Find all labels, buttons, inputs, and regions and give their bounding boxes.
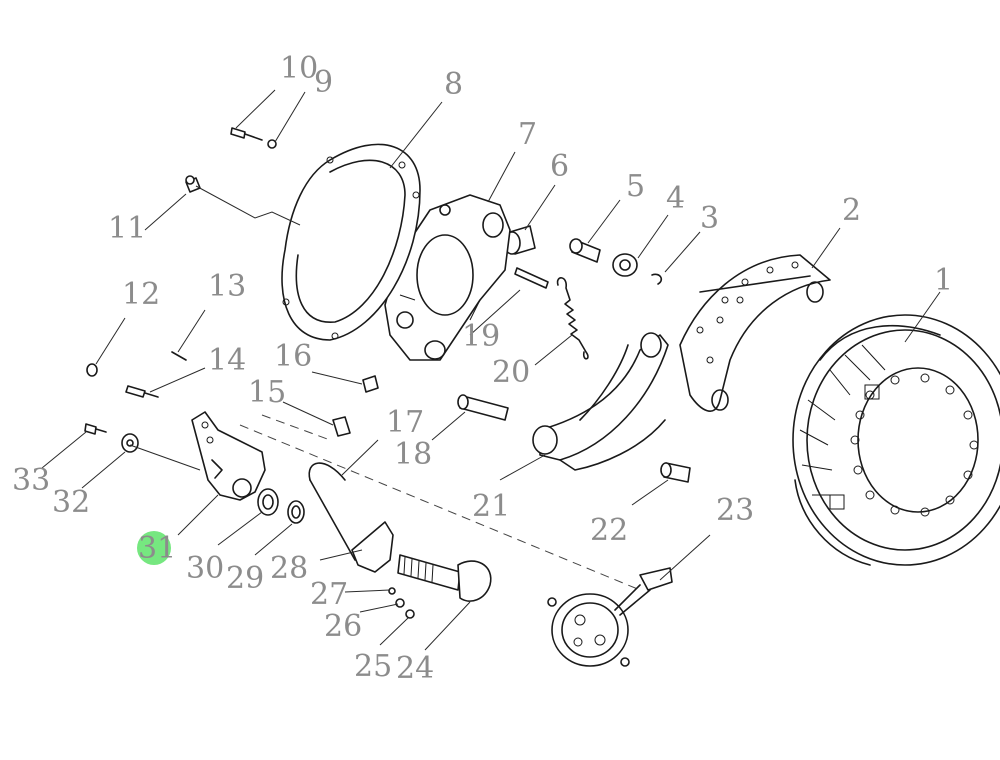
part-4-roller [612,253,638,277]
part-25-nut [405,609,415,619]
callout-18: 18 [394,437,432,472]
callout-29: 29 [226,561,264,596]
part-26-nut [395,598,405,608]
callout-5: 5 [626,169,645,204]
callout-11: 11 [108,211,146,246]
callout-24: 24 [396,651,434,686]
part-16-fitting [362,375,379,393]
part-33-bolt [84,423,107,435]
part-27-washer [388,587,396,595]
part-23-brake-chamber [547,567,673,667]
part-17-spring-clip [308,462,356,561]
part-10-bolt [230,127,263,141]
part-24-camshaft [397,554,492,602]
callout-6: 6 [550,149,569,184]
part-31-slack-adjuster [191,411,266,501]
callout-25: 25 [354,649,392,684]
part-29-seal-ring [287,500,305,524]
callout-4: 4 [666,181,685,216]
callout-27: 27 [310,577,348,612]
part-21-brake-shoe [532,332,669,471]
part-9-washer [267,139,277,149]
callout-33: 33 [12,463,50,498]
part-2-brake-shoe-lining [679,254,831,412]
part-18-anchor-pin [457,394,509,421]
assembly-axes [239,414,641,591]
callout-9: 9 [314,65,333,100]
part-1-brake-drum [792,314,1000,566]
callout-20: 20 [492,355,530,390]
callout-30: 30 [186,551,224,586]
callout-21: 21 [472,489,510,524]
part-32-bushing [121,433,139,453]
callout-16: 16 [274,339,312,374]
callout-17: 17 [386,405,424,440]
callout-23: 23 [716,493,754,528]
part-22-roller [660,462,691,483]
callout-10: 10 [280,51,318,86]
callout-labels: 1 2 3 4 5 6 7 8 9 10 11 12 13 14 15 16 1… [12,51,953,686]
part-3-clip [651,273,663,285]
callout-15: 15 [248,375,286,410]
part-30-washer [257,488,279,516]
part-5-pin [569,238,601,263]
callout-3: 3 [700,201,719,236]
callout-12: 12 [122,277,160,312]
callout-26: 26 [324,609,362,644]
part-15-key [332,416,351,437]
callout-2: 2 [842,193,861,228]
callout-7: 7 [518,117,537,152]
part-12-washer [86,363,98,377]
callout-13: 13 [208,269,246,304]
highlight-marker [137,531,171,565]
callout-14: 14 [208,343,246,378]
part-28-bracket [351,521,394,573]
part-14-pin [125,385,159,398]
part-8-dust-shield [281,143,421,341]
part-20-return-spring [556,277,589,360]
part-11-grease-fitting [185,175,201,193]
callout-28: 28 [270,551,308,586]
callout-32: 32 [52,485,90,520]
part-7-brake-spider [384,194,511,361]
part-19-roller-pin [514,267,549,289]
callout-22: 22 [590,513,628,548]
callout-19: 19 [462,319,500,354]
callout-1: 1 [934,263,953,298]
leader-lines [41,89,941,651]
callout-8: 8 [444,67,463,102]
callout-31: 31 [138,531,176,566]
part-13-cotter-pin [171,351,187,361]
